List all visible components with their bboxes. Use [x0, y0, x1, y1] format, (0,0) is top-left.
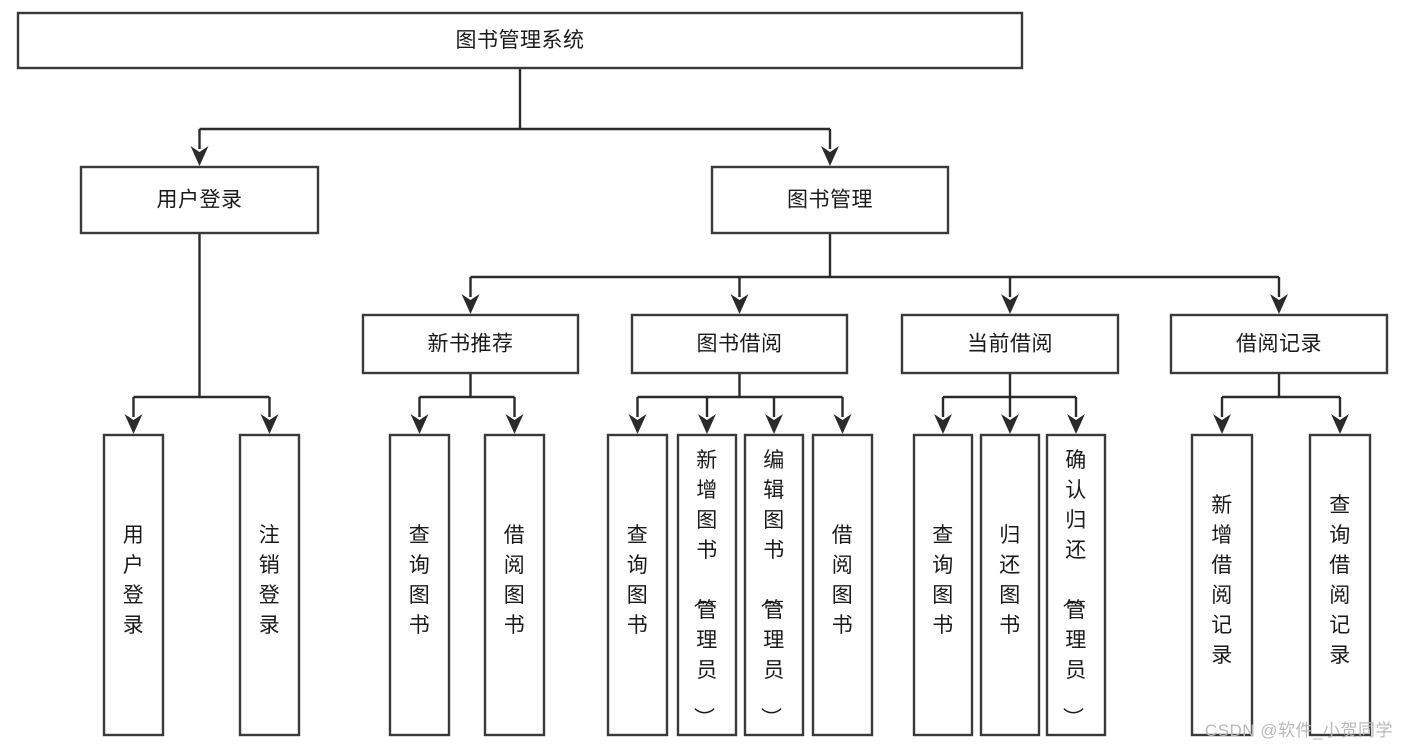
node-label: 新书推荐: [428, 333, 514, 356]
node-leaf-confirm-return[interactable]: 确认归还（管理员）: [1045, 433, 1107, 737]
edge-group-book-borrow: [628, 373, 852, 434]
node-label: 确认归还（管理员）: [1060, 449, 1087, 729]
edge-group-root: [190, 68, 839, 166]
node-leaf-query-record[interactable]: 查询借阅记录: [1308, 433, 1372, 737]
edge-group-current-borrow: [934, 373, 1085, 434]
node-label: 借阅图书: [504, 524, 526, 637]
node-borrow-record[interactable]: 借阅记录: [1169, 313, 1389, 375]
node-label: 当前借阅: [967, 333, 1053, 356]
node-current-borrow[interactable]: 当前借阅: [900, 313, 1120, 375]
edge-group-new-book-rec: [410, 373, 524, 434]
edges-layer: [124, 68, 1349, 434]
node-leaf-logout[interactable]: 注销登录: [238, 433, 301, 737]
node-label: 编辑图书（管理员）: [758, 449, 785, 729]
node-leaf-rec-borrow[interactable]: 借阅图书: [483, 433, 546, 737]
node-label: 查询图书: [627, 524, 649, 637]
node-root[interactable]: 图书管理系统: [16, 11, 1024, 70]
node-leaf-add-record[interactable]: 新增借阅记录: [1190, 433, 1254, 737]
node-leaf-borrow-query[interactable]: 查询图书: [606, 433, 669, 737]
node-leaf-user-login[interactable]: 用户登录: [102, 433, 165, 737]
node-label: 归还图书: [999, 524, 1021, 637]
node-leaf-cur-query[interactable]: 查询图书: [912, 433, 974, 737]
nodes-layer: 图书管理系统用户登录图书管理新书推荐图书借阅当前借阅借阅记录用户登录注销登录查询…: [16, 11, 1389, 737]
node-book-manage[interactable]: 图书管理: [710, 165, 950, 235]
node-label: 图书借阅: [697, 333, 783, 356]
node-label: 用户登录: [123, 524, 145, 637]
node-label: 注销登录: [259, 524, 281, 637]
node-leaf-edit-book[interactable]: 编辑图书（管理员）: [743, 433, 805, 737]
node-label: 图书管理: [787, 189, 873, 212]
watermark-label: CSDN @软件_小贺同学: [1204, 721, 1393, 740]
node-new-book-rec[interactable]: 新书推荐: [361, 313, 580, 375]
node-label: 新增图书（管理员）: [691, 449, 718, 729]
node-label: 查询图书: [409, 524, 431, 637]
edge-group-user-login: [124, 233, 279, 434]
node-label: 借阅记录: [1236, 333, 1322, 356]
node-label: 图书管理系统: [456, 29, 585, 52]
node-leaf-borrow-book[interactable]: 借阅图书: [811, 433, 874, 737]
node-label: 新增借阅记录: [1211, 494, 1233, 667]
node-user-login[interactable]: 用户登录: [79, 165, 320, 235]
node-label: 查询借阅记录: [1329, 494, 1351, 667]
node-leaf-add-book[interactable]: 新增图书（管理员）: [676, 433, 738, 737]
edge-group-borrow-record: [1213, 373, 1349, 434]
node-label: 用户登录: [157, 189, 243, 212]
node-book-borrow[interactable]: 图书借阅: [630, 313, 849, 375]
node-label: 查询图书: [932, 524, 954, 637]
edge-group-book-manage: [461, 233, 1288, 314]
node-leaf-rec-query[interactable]: 查询图书: [388, 433, 451, 737]
node-leaf-return-book[interactable]: 归还图书: [979, 433, 1041, 737]
node-label: 借阅图书: [832, 524, 854, 637]
